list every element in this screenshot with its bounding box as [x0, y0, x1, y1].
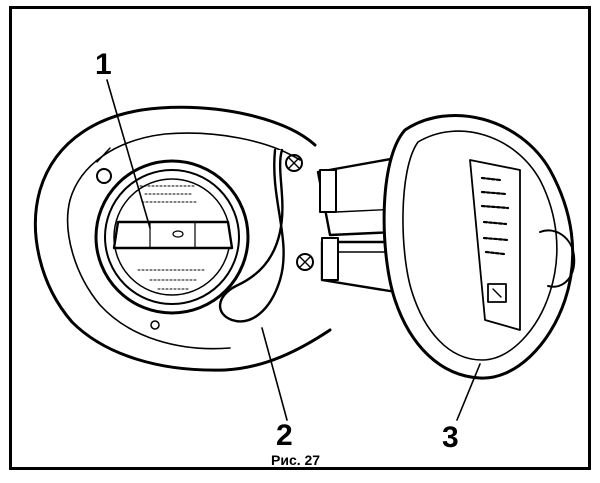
figure-caption: Рис. 27 — [271, 452, 321, 468]
figure-frame — [9, 6, 591, 470]
fuel-cap — [94, 159, 250, 315]
callout-3-label: 3 — [442, 421, 459, 454]
filler-door — [382, 114, 576, 380]
drain-hole — [96, 168, 112, 184]
callout-1-label: 1 — [95, 48, 112, 81]
leader-lines — [106, 79, 481, 421]
callout-2-label: 2 — [276, 419, 293, 452]
filler-recess — [33, 105, 332, 372]
cap-tether — [218, 148, 314, 323]
